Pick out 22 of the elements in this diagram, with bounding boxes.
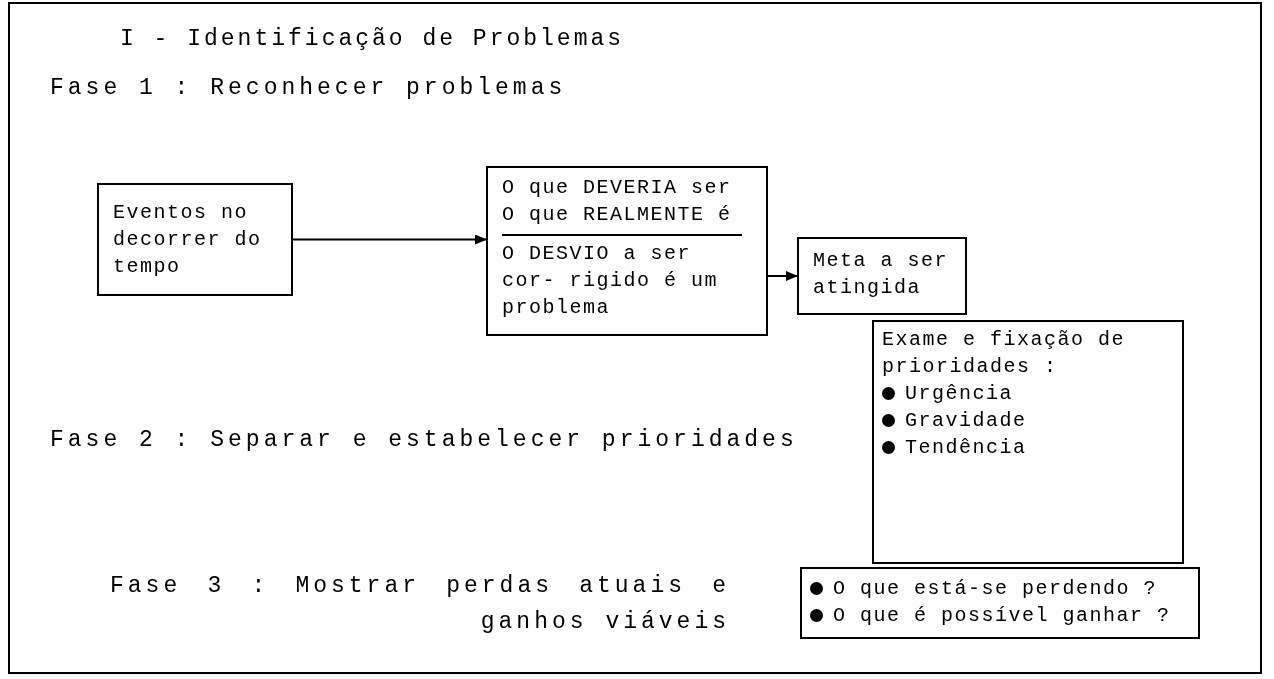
text-box xyxy=(872,320,1184,564)
list-item: Urgência xyxy=(905,381,1013,407)
node-text: Meta a ser atingida xyxy=(813,248,950,301)
node-text: O que DEVERIA ser xyxy=(502,175,733,201)
phase-label: Fase 3 : Mostrar perdas atuais e ganhos viáveis xyxy=(110,572,730,637)
node-text: Eventos no decorrer do tempo xyxy=(113,200,263,280)
node-text: O DESVIO a ser cor- rigido é um problema xyxy=(502,241,720,321)
list-item: Tendência xyxy=(905,435,1027,461)
phase-label: Fase 2 : Separar e estabelecer prioridades xyxy=(50,426,799,455)
list-item: O que está-se perdendo ? xyxy=(833,576,1158,602)
node-heading: Exame e fixação de prioridades : xyxy=(882,327,1127,380)
text-box xyxy=(797,237,967,315)
diagram-title: I - Identificação de Problemas xyxy=(120,26,625,52)
list-item: O que é possível ganhar ? xyxy=(833,603,1171,629)
text-box xyxy=(486,166,768,336)
arrow xyxy=(292,234,487,245)
node-text: O que REALMENTE é xyxy=(502,202,733,228)
arrow xyxy=(767,271,798,281)
list-item: Gravidade xyxy=(905,408,1027,434)
phase-label: Fase 1 : Reconhecer problemas xyxy=(50,74,568,103)
text-box xyxy=(800,567,1200,639)
text-box xyxy=(97,183,293,296)
